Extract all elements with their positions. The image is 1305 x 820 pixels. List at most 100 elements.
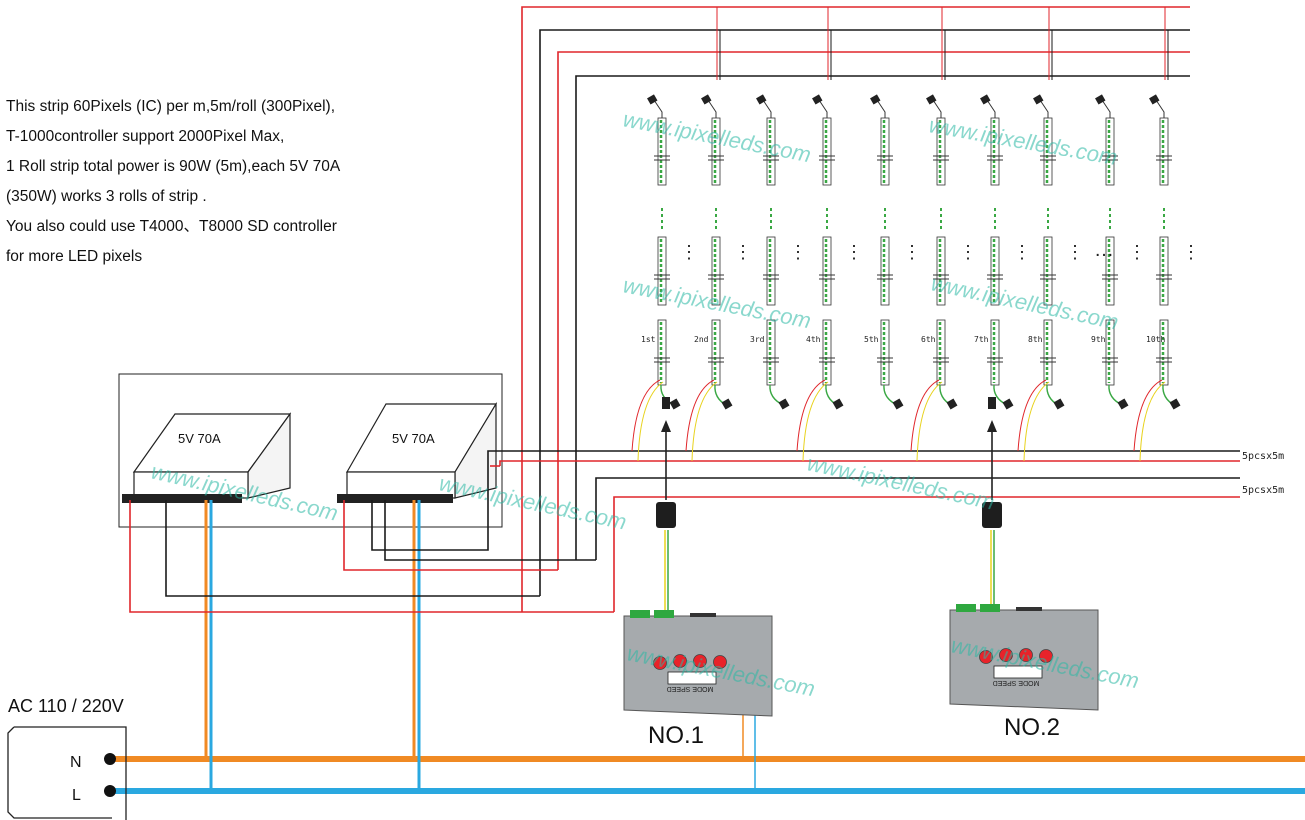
data-connector (662, 397, 670, 409)
watermark-text: www.ipixelleds.com (929, 270, 1121, 334)
strip-connector (812, 94, 823, 105)
neutral-terminal (104, 753, 116, 765)
strip-label: 8th (1028, 335, 1043, 344)
strip-end-connector (1053, 398, 1065, 410)
psu-label: 5V 70A (178, 431, 221, 446)
power-supply-1: 5V 70A (122, 412, 292, 503)
strip-connector (647, 94, 658, 105)
strip-ellipsis: … (1094, 239, 1114, 261)
psu-red-output (343, 500, 558, 571)
strip-dots: ⋮ (1066, 242, 1084, 262)
dc-power-bus (129, 6, 1240, 613)
arrow-head (987, 420, 997, 432)
description-line: for more LED pixels (6, 248, 143, 265)
bus-black-wire (575, 75, 1190, 560)
description-line: You also could use T4000、T8000 SD contro… (6, 218, 337, 235)
controller-label: NO.1 (648, 722, 704, 749)
controller-plug (656, 502, 676, 528)
strip-label: 3rd (750, 335, 765, 344)
led-strip: ⋮ 5th (864, 94, 921, 410)
strip-lead (707, 99, 717, 118)
psu-black-output (384, 500, 596, 561)
strip-connector (1033, 94, 1044, 105)
power-supply-2: 5V 70A (337, 401, 498, 503)
psu-black-output (165, 500, 540, 597)
strip-power-drop (1133, 379, 1163, 452)
strip-power-drop (631, 379, 661, 452)
strip-lead (1039, 99, 1049, 118)
watermark-text: www.ipixelleds.com (927, 112, 1119, 170)
controller-button (999, 648, 1013, 662)
watermark-text: www.ipixelleds.com (805, 450, 997, 514)
controller-plug (982, 502, 1002, 528)
strip-dots: ⋮ (903, 242, 921, 262)
controller-terminal (980, 604, 1000, 612)
strip-lead (653, 99, 663, 118)
strip-label: 1st (641, 335, 656, 344)
strip-lead (1155, 99, 1165, 118)
strip-label: 9th (1091, 335, 1106, 344)
live-terminal (104, 785, 116, 797)
strip-power-drop (1017, 379, 1047, 452)
controller-button (1019, 648, 1033, 662)
psu-front (133, 471, 249, 499)
led-strip: ⋮ 10th (1133, 94, 1200, 462)
live-label: L (72, 787, 81, 804)
bus-red-wire (557, 51, 1190, 570)
strip-connector (756, 94, 767, 105)
strip-label: 5th (864, 335, 879, 344)
strip-end-connector (946, 398, 958, 410)
psu-black-output (371, 466, 489, 551)
strip-power-drop (637, 381, 664, 462)
led-strip: ⋮7th (974, 94, 1031, 410)
strip-dots: ⋮ (845, 242, 863, 262)
strip-connector (1149, 94, 1160, 105)
ac-source: AC 110 / 220V N L (7, 696, 127, 820)
psu-red-output (129, 500, 614, 613)
strip-label: 4th (806, 335, 821, 344)
led-strip: ⋮ 4th (796, 94, 863, 462)
strip-power-drop (802, 381, 829, 462)
bus-label: 5pcsx5m (1242, 485, 1284, 496)
strip-connector (980, 94, 991, 105)
bus-black-wire (539, 29, 1190, 596)
strip-end-connector (1117, 398, 1129, 410)
controller-data-lines (661, 397, 997, 612)
bus-red-wire (521, 6, 1190, 612)
controller-button (713, 655, 727, 669)
led-strip: ⋮2nd (685, 94, 752, 462)
description-line: 1 Roll strip total power is 90W (5m),eac… (6, 158, 341, 175)
strip-power-drop (1139, 381, 1166, 462)
psu-mains-wiring (204, 500, 756, 791)
strip-label: 2nd (694, 335, 709, 344)
strip-label: 10th (1146, 335, 1165, 344)
strip-lead (818, 99, 828, 118)
watermark-text: www.ipixelleds.com (437, 470, 629, 534)
controller-button (1039, 649, 1053, 663)
description-block: This strip 60Pixels (IC) per m,5m/roll (… (6, 92, 476, 272)
psu-front (346, 471, 456, 499)
strip-label: 7th (974, 335, 989, 344)
strip-end-connector (892, 398, 904, 410)
led-strip: ⋮9th (1091, 94, 1146, 410)
strip-lead (986, 99, 996, 118)
controller-display (667, 671, 717, 685)
strip-lead (1101, 99, 1111, 118)
controller-terminal (956, 604, 976, 612)
sd-slot (1016, 607, 1042, 611)
strip-label: 6th (921, 335, 936, 344)
strip-power-drop (685, 379, 715, 452)
strip-dots: ⋮ (1182, 242, 1200, 262)
description-line: This strip 60Pixels (IC) per m,5m/roll (… (6, 98, 336, 115)
strip-lead (762, 99, 772, 118)
ac-source-label: AC 110 / 220V (8, 696, 124, 716)
strip-power-drop (916, 381, 943, 462)
arrow-head (661, 420, 671, 432)
strip-end-connector (832, 398, 844, 410)
strip-power-drop (1023, 381, 1050, 462)
led-strip: ⋮ 8th (1017, 94, 1084, 462)
